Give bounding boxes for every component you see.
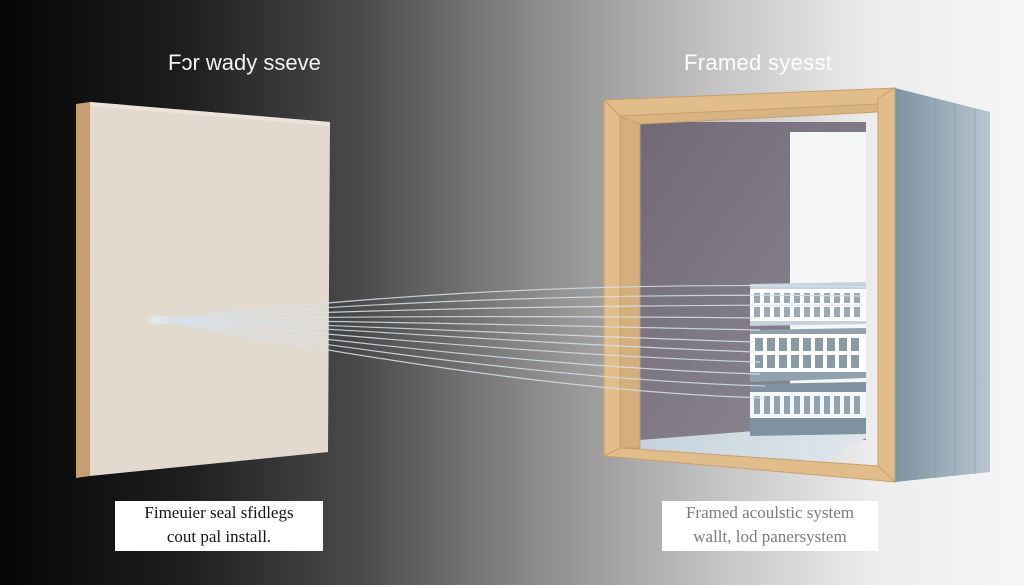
wooden-frame xyxy=(602,87,897,483)
right-caption-line-2: wallt, lod panersystem xyxy=(693,527,847,546)
left-caption: Fimeuier seal sfidlegs cout pal install. xyxy=(115,501,323,551)
right-caption: Framed acoulstic system wallt, lod paner… xyxy=(662,501,878,551)
honeycomb-stack xyxy=(750,282,866,436)
acoustic-panel xyxy=(76,102,330,478)
panel-edge xyxy=(76,102,90,478)
sound-wave-lines xyxy=(142,284,866,399)
left-title: Fɔr wady sseve xyxy=(168,50,321,75)
framed-system xyxy=(602,87,990,483)
back-opening xyxy=(790,132,866,432)
left-caption-line-2: cout pal install. xyxy=(166,527,272,546)
side-wall xyxy=(895,88,990,482)
left-caption-line-1: Fimeuier seal sfidlegs xyxy=(144,503,294,522)
right-title: Framed syesst xyxy=(684,50,833,75)
panel-face xyxy=(90,102,330,476)
right-caption-line-1: Framed acoulstic system xyxy=(685,503,855,522)
